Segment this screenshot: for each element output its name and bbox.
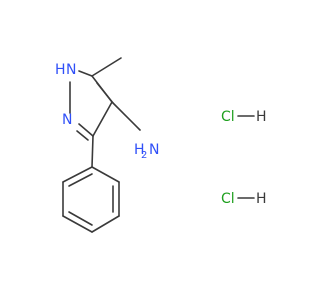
bond-ph-4-inner xyxy=(68,211,93,226)
bond-c3-n2 xyxy=(78,123,94,137)
atom-label-n2: N xyxy=(62,112,72,128)
bond-c4-amine xyxy=(111,101,141,131)
bond-ph-4 xyxy=(62,215,93,233)
salt-2-chlorine-label: Cl xyxy=(221,191,235,207)
salt-2-hydrogen-label: H xyxy=(256,191,267,207)
atom-label-amine-n: N xyxy=(149,142,159,158)
bond-c5-c4-double xyxy=(96,82,114,104)
bond-c3-n2-double xyxy=(76,130,89,141)
bond-ph-6-inner xyxy=(68,173,93,187)
atom-label-n1: N xyxy=(66,62,76,78)
bond-c4-c3 xyxy=(92,101,113,137)
structure-canvas: H N N H 2 N Cl H Cl H xyxy=(55,57,267,233)
atom-label-n1-h: H xyxy=(55,62,66,78)
salt-1-chlorine-label: Cl xyxy=(221,109,235,125)
molecule-drawing: H N N H 2 N Cl H Cl H xyxy=(55,57,267,233)
salt-1-hydrogen-label: H xyxy=(256,109,267,125)
bond-c3-phenyl xyxy=(91,135,94,168)
bond-c5-methyl xyxy=(91,57,122,77)
atom-label-amine-h: H xyxy=(134,142,145,158)
atom-label-amine-h2-subscript: 2 xyxy=(141,150,147,161)
bond-ph-6 xyxy=(62,166,93,183)
bond-ph-1 xyxy=(91,166,120,183)
bond-ph-3 xyxy=(91,215,120,233)
bond-n1-c5 xyxy=(78,70,93,77)
